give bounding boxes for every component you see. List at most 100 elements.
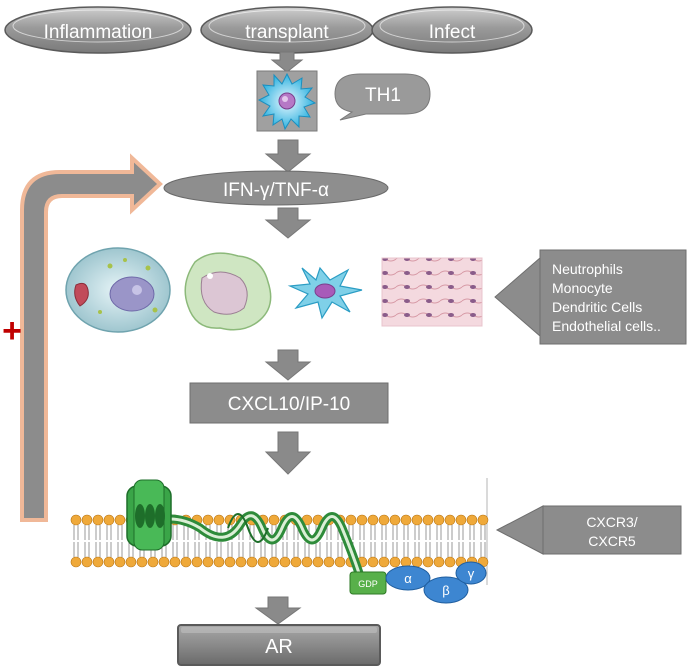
feedback-plus-sign: + bbox=[2, 312, 22, 350]
lipid-head bbox=[444, 514, 456, 526]
lipid-head bbox=[268, 556, 280, 568]
lipid-tail bbox=[348, 525, 354, 557]
g-beta-label: β bbox=[442, 583, 449, 598]
arrow-chemokine-to-receptor bbox=[264, 431, 312, 475]
positive-feedback-arrow bbox=[20, 153, 163, 522]
lipid-head bbox=[235, 556, 247, 568]
lipid-head bbox=[444, 556, 456, 568]
lipid-tail bbox=[359, 525, 365, 557]
lipid-head bbox=[158, 556, 170, 568]
th1-callout: TH1 bbox=[334, 73, 431, 121]
neutrophil-illustration bbox=[65, 247, 171, 333]
lipid-head bbox=[455, 514, 467, 526]
g-protein-complex: GDP α β γ bbox=[349, 561, 487, 604]
lipid-head bbox=[477, 514, 489, 526]
th1-cell bbox=[256, 70, 318, 132]
trigger-label-inflammation: Inflammation bbox=[44, 22, 153, 43]
cxcr3-receptor bbox=[126, 479, 365, 581]
lipid-tail bbox=[392, 525, 398, 557]
lipid-tail bbox=[458, 525, 464, 557]
lipid-head bbox=[202, 514, 214, 526]
lipid-tail bbox=[106, 525, 112, 557]
lipid-head bbox=[279, 556, 291, 568]
lipid-tail bbox=[425, 525, 431, 557]
lipid-tail bbox=[73, 525, 79, 557]
arrow-trigger-to-th1 bbox=[270, 51, 304, 73]
lipid-head bbox=[70, 514, 82, 526]
gdp-box bbox=[349, 571, 387, 595]
lipid-head bbox=[433, 556, 445, 568]
chemokine-node: CXCL10/IP-10 bbox=[189, 382, 389, 424]
lipid-head bbox=[301, 556, 313, 568]
gdp-label: GDP bbox=[358, 579, 378, 589]
lipid-tail bbox=[370, 525, 376, 557]
lipid-head bbox=[103, 514, 115, 526]
lipid-head bbox=[356, 514, 368, 526]
lipid-tail bbox=[249, 525, 255, 557]
lipid-tail bbox=[447, 525, 453, 557]
lipid-head bbox=[92, 556, 104, 568]
g-gamma-subunit bbox=[455, 561, 487, 585]
lipid-head bbox=[191, 556, 203, 568]
lipid-tail bbox=[84, 525, 90, 557]
lipid-tail bbox=[326, 525, 332, 557]
lipid-tail bbox=[183, 525, 189, 557]
receptor-callout: CXCR3/ CXCR5 bbox=[495, 505, 682, 555]
ar-outcome-node: AR bbox=[177, 624, 381, 666]
lipid-head bbox=[70, 556, 82, 568]
lipid-head bbox=[147, 556, 159, 568]
lipid-head bbox=[202, 556, 214, 568]
arrow-receptor-to-ar bbox=[254, 596, 302, 625]
ar-label: AR bbox=[265, 636, 293, 658]
trigger-label-transplant: transplant bbox=[245, 22, 329, 43]
lipid-head bbox=[400, 514, 412, 526]
trigger-label-infect: Infect bbox=[429, 22, 476, 43]
g-beta-subunit bbox=[423, 576, 469, 604]
lipid-head bbox=[367, 556, 379, 568]
endothelial-cells-illustration bbox=[381, 257, 483, 327]
g-alpha-subunit bbox=[385, 565, 431, 591]
lipid-head bbox=[114, 514, 126, 526]
cytokines-node: IFN-γ/TNF-α bbox=[163, 170, 389, 206]
lipid-tail bbox=[381, 525, 387, 557]
cell-type-dendritic: Dendritic Cells bbox=[552, 299, 642, 315]
cell-type-neutrophils: Neutrophils bbox=[552, 261, 623, 277]
arrow-cytokines-to-cells bbox=[264, 207, 312, 239]
lipid-head bbox=[290, 556, 302, 568]
lipid-head bbox=[312, 556, 324, 568]
g-gamma-label: γ bbox=[468, 566, 475, 581]
lipid-head bbox=[466, 514, 478, 526]
lipid-head bbox=[136, 556, 148, 568]
lipid-head bbox=[169, 556, 181, 568]
lipid-tail bbox=[293, 525, 299, 557]
lipid-head bbox=[378, 514, 390, 526]
lipid-head bbox=[268, 514, 280, 526]
lipid-head bbox=[257, 556, 269, 568]
lipid-head bbox=[334, 556, 346, 568]
lipid-tail bbox=[95, 525, 101, 557]
cell-types-callout: Neutrophils Monocyte Dendritic Cells End… bbox=[494, 249, 687, 345]
lipid-tail bbox=[172, 525, 178, 557]
lipid-tail bbox=[469, 525, 475, 557]
lipid-head bbox=[213, 514, 225, 526]
lipid-head bbox=[224, 556, 236, 568]
lipid-head bbox=[389, 514, 401, 526]
lipid-head bbox=[81, 514, 93, 526]
lipid-head bbox=[81, 556, 93, 568]
lipid-head bbox=[411, 556, 423, 568]
lipid-head bbox=[125, 556, 137, 568]
lipid-head bbox=[422, 514, 434, 526]
lipid-head bbox=[180, 556, 192, 568]
lipid-head bbox=[433, 514, 445, 526]
lipid-head bbox=[367, 514, 379, 526]
lipid-head bbox=[103, 556, 115, 568]
cell-type-monocyte: Monocyte bbox=[552, 280, 613, 296]
lipid-tail bbox=[414, 525, 420, 557]
th1-label: TH1 bbox=[365, 85, 401, 106]
trigger-inflammation: Inflammation bbox=[4, 6, 192, 54]
arrow-cells-to-chemokine bbox=[264, 349, 312, 381]
lipid-head bbox=[345, 514, 357, 526]
lipid-head bbox=[400, 556, 412, 568]
arrow-th1-to-cytokines bbox=[264, 139, 312, 173]
